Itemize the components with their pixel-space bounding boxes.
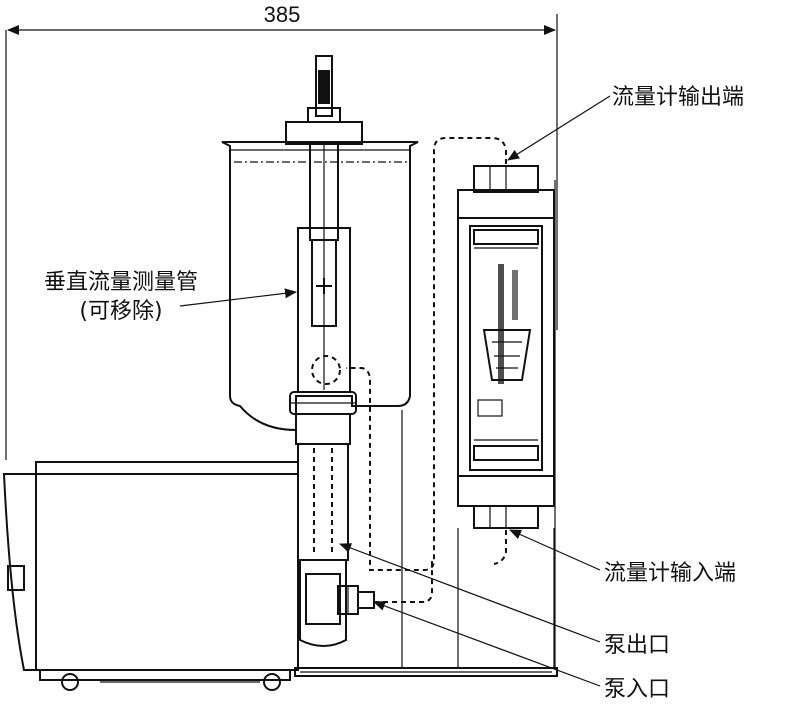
pump-body (2, 461, 299, 691)
base-plate (294, 667, 558, 677)
width-dimension: 385 (5, 2, 558, 460)
pump-column (297, 443, 349, 647)
flowmeter (457, 165, 555, 668)
label-flowmeter-inlet: 流量计输入端 (604, 561, 736, 586)
label-pump-inlet: 泵入口 (604, 677, 670, 702)
label-pump-outlet: 泵出口 (604, 633, 670, 658)
pump-inlet-nozzle (337, 585, 375, 615)
label-flowmeter-outlet: 流量计输出端 (612, 85, 744, 110)
label-vertical-tube-note: (可移除) (79, 299, 162, 324)
label-vertical-tube: 垂直流量测量管 (44, 270, 198, 295)
reservoir-tank (221, 141, 419, 432)
support-frame (401, 180, 556, 668)
hidden-piping (311, 137, 507, 603)
dimension-value: 385 (264, 2, 301, 27)
pipe-union (289, 391, 357, 445)
leader-lines (179, 95, 611, 687)
